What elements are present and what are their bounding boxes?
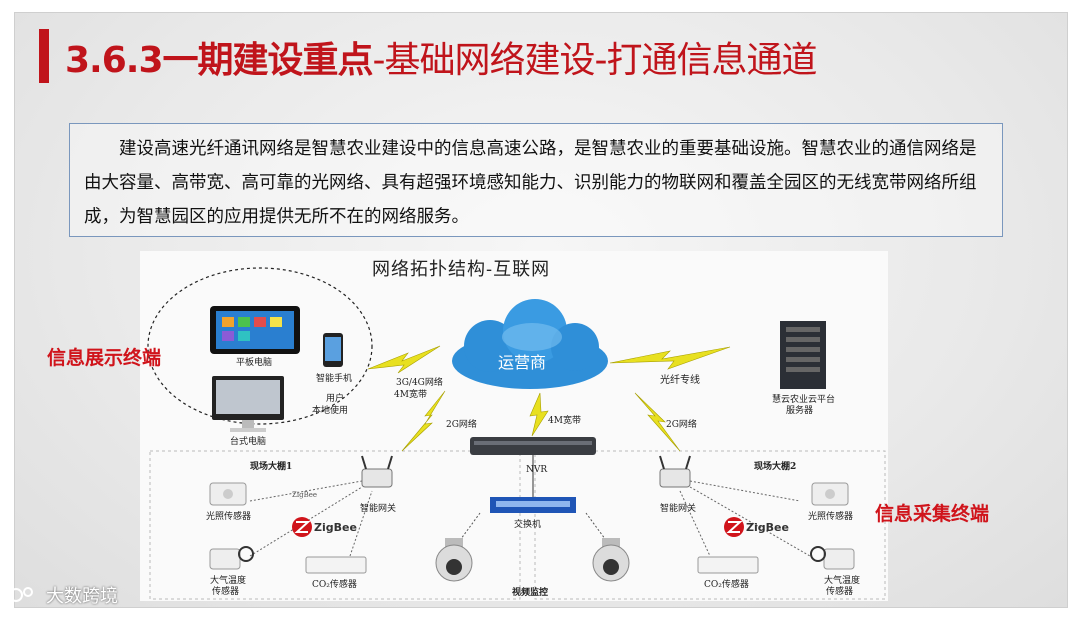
slide: 3.6.3一期建设重点-基础网络建设-打通信息通道 建设高速光纤通讯网络是智慧农…	[14, 12, 1068, 608]
nvr-label: NVR	[526, 465, 548, 475]
air-sensor-left-label-1: 大气温度	[210, 576, 247, 586]
greenhouse-2-label: 现场大棚2	[754, 462, 797, 472]
smartphone-icon	[323, 333, 343, 367]
co2-right-label: CO₂传感器	[704, 580, 749, 590]
greenhouse-1-region	[149, 450, 521, 600]
title-accent-bar	[39, 29, 49, 83]
zigbee-left-label: ZigBee	[314, 521, 357, 534]
co2-left-label: CO₂传感器	[312, 580, 357, 590]
zigbee-logo-left-icon	[292, 517, 312, 537]
fiber-label: 光纤专线	[660, 375, 700, 386]
link-3g4g-label-2: 4M宽带	[394, 390, 427, 400]
user-group-ellipse	[147, 267, 373, 425]
air-sensor-right-label-1: 大气温度	[824, 576, 861, 586]
greenhouse-1-label: 现场大棚1	[250, 462, 293, 472]
cloud-server-icon	[780, 321, 826, 389]
dome-camera-right-icon	[592, 538, 630, 582]
zigbee-right-label: ZigBee	[746, 521, 789, 534]
co2-sensor-right-icon	[697, 556, 759, 574]
video-label: 视频监控	[512, 588, 549, 598]
light-sensor-right-icon	[811, 482, 849, 506]
zigbee-logo-right-icon	[724, 517, 744, 537]
dome-camera-left-icon	[435, 538, 473, 582]
server-label-2: 服务器	[786, 406, 814, 416]
user-label-2: 本地使用	[312, 406, 349, 416]
link-co2-left	[349, 490, 373, 557]
watermark-logo-icon	[9, 587, 33, 602]
tablet-icon	[210, 306, 300, 354]
tablet-label: 平板电脑	[236, 358, 273, 368]
link-4m-icon	[529, 392, 549, 437]
link-light-sensor-right	[689, 480, 801, 502]
server-label-1: 慧云农业云平台	[772, 395, 836, 405]
link-air-sensor-right	[689, 486, 811, 557]
desktop-label: 台式电脑	[230, 437, 267, 447]
network-switch-icon	[490, 497, 576, 513]
link-3g4g-label-1: 3G/4G网络	[396, 378, 443, 388]
zigbee-link-label: ZigBee	[292, 491, 318, 499]
smart-gateway-right-icon	[659, 455, 691, 488]
network-diagram: 网络拓扑结构-互联网	[140, 251, 888, 601]
title-main: 3.6.3一期建设重点	[65, 40, 373, 81]
title-sub: -基础网络建设-打通信息通道	[372, 40, 818, 81]
light-sensor-right-label: 光照传感器	[808, 512, 854, 522]
switch-label: 交换机	[514, 520, 542, 530]
link-4m-label: 4M宽带	[548, 416, 581, 426]
diagram-graphics	[147, 267, 886, 600]
link-2g-right-label: 2G网络	[666, 420, 697, 430]
link-light-sensor-left	[249, 480, 363, 502]
intro-box: 建设高速光纤通讯网络是智慧农业建设中的信息高速公路，是智慧农业的重要基础设施。智…	[69, 123, 1003, 237]
air-temp-sensor-left-icon	[209, 546, 254, 570]
page-title: 3.6.3一期建设重点-基础网络建设-打通信息通道	[65, 31, 818, 83]
intro-text: 建设高速光纤通讯网络是智慧农业建设中的信息高速公路，是智慧农业的重要基础设施。智…	[84, 139, 977, 227]
diagram-title: 网络拓扑结构-互联网	[372, 259, 551, 280]
link-2g-left-label: 2G网络	[446, 420, 477, 430]
light-sensor-left-label: 光照传感器	[206, 512, 252, 522]
phone-label: 智能手机	[316, 374, 353, 384]
gateway-left-label: 智能网关	[360, 504, 397, 514]
air-temp-sensor-right-icon	[810, 546, 855, 570]
link-fiber-icon	[609, 346, 731, 370]
co2-sensor-left-icon	[305, 556, 367, 574]
air-sensor-left-label-2: 传感器	[212, 587, 240, 597]
link-3g4g-icon	[367, 345, 441, 374]
cloud-label: 运营商	[498, 353, 547, 372]
nvr-device-icon	[470, 437, 596, 455]
link-2g-left-icon	[401, 390, 446, 452]
air-sensor-right-label-2: 传感器	[826, 587, 854, 597]
smart-gateway-left-icon	[361, 455, 393, 488]
user-label-1: 用户	[326, 394, 345, 404]
link-2g-right-icon	[634, 392, 681, 452]
display-terminal-tag: 信息展示终端	[47, 347, 162, 369]
gateway-right-label: 智能网关	[660, 504, 697, 514]
greenhouse-2-region	[534, 450, 886, 600]
desktop-computer-icon	[212, 376, 284, 432]
light-sensor-left-icon	[209, 482, 247, 506]
carrier-cloud-icon	[452, 299, 608, 389]
collection-terminal-tag: 信息采集终端	[875, 503, 990, 525]
watermark-text: 大数跨境	[46, 586, 118, 607]
